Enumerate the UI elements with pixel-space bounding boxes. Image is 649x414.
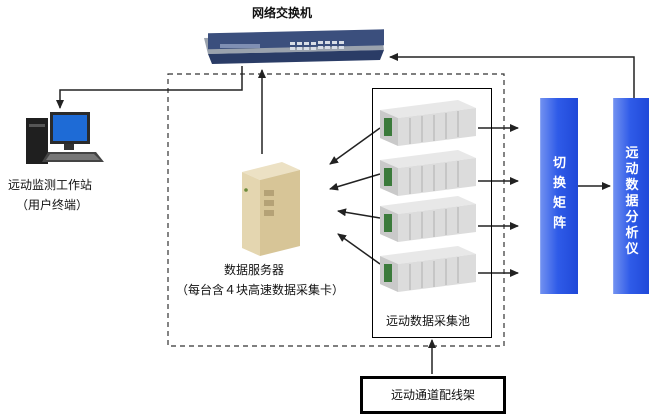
patch-panel-label: 远动通道配线架: [390, 388, 475, 402]
server-label: 数据服务器: [224, 263, 285, 277]
matrix-char: 阵: [552, 216, 566, 231]
workstation-sublabel: （用户终端）: [16, 198, 89, 212]
workstation-label: 远动监测工作站: [8, 178, 93, 192]
switching-matrix-bar: 切 换 矩 阵: [540, 98, 578, 294]
matrix-char: 换: [552, 176, 566, 191]
rack3-to-server-arrow: [337, 208, 381, 219]
server-sublabel: （每台含４块高速数据采集卡）: [176, 283, 345, 297]
switch-title: 网络交换机: [252, 6, 313, 20]
analyzer-char: 数: [625, 178, 639, 193]
analyzer-char: 动: [625, 162, 639, 177]
switch-to-workstation-line: [56, 66, 243, 109]
data-analyzer-bar: 远 动 数 据 分 析 仪: [613, 98, 649, 294]
matrix-char: 切: [552, 156, 566, 171]
analyzer-char: 仪: [625, 242, 639, 257]
analyzer-char: 析: [625, 226, 639, 241]
rack2-to-server-arrow: [329, 173, 381, 191]
analyzer-char: 远: [625, 146, 639, 161]
analyzer-to-switch-line: [389, 53, 635, 98]
rack4-to-server-arrow: [337, 233, 381, 265]
analyzer-char: 分: [625, 210, 639, 225]
acquisition-pool-box: [372, 88, 492, 338]
patch-panel-box: 远动通道配线架: [360, 376, 506, 414]
matrix-char: 矩: [552, 196, 566, 211]
pool-label: 远动数据采集池: [386, 314, 471, 328]
rack1-to-server-arrow: [329, 127, 381, 165]
analyzer-char: 据: [625, 194, 639, 209]
server-room-boundary: [167, 73, 505, 347]
